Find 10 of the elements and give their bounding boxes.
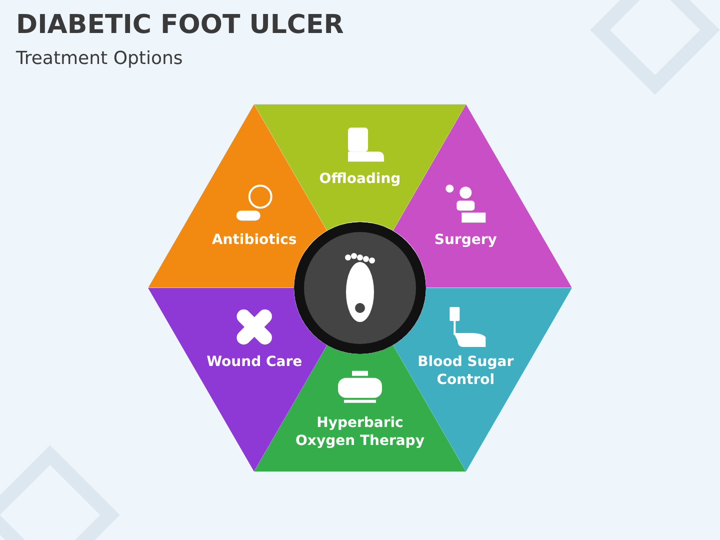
subtitle: Treatment Options (16, 48, 183, 69)
center-circle (294, 222, 426, 354)
segment-label: Hyperbaric Oxygen Therapy (294, 414, 426, 450)
segment-label: Offloading (318, 170, 402, 188)
title: DIABETIC FOOT ULCER (16, 10, 344, 40)
segment-label: Wound Care (206, 353, 304, 372)
triangle-segment (254, 104, 466, 231)
segment-label: Surgery (433, 230, 498, 250)
segment-label: Blood Sugar Control (416, 353, 515, 390)
segment-label: Antibiotics (210, 230, 298, 250)
